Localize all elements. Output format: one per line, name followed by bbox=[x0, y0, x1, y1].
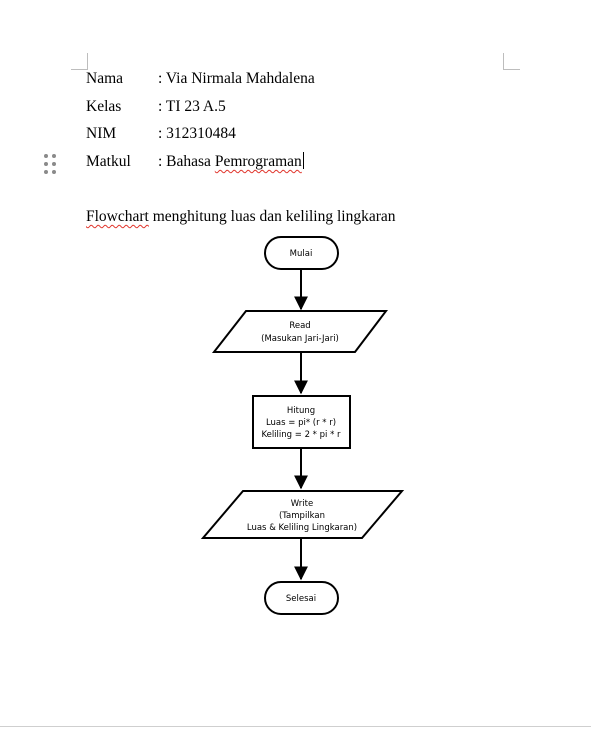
margin-marker-top-left bbox=[71, 53, 88, 70]
page-bottom-divider bbox=[0, 726, 591, 727]
misspelled-word[interactable]: Flowchart bbox=[86, 208, 149, 225]
info-value: : 312310484 bbox=[158, 125, 236, 142]
misspelled-word[interactable]: Pemrograman bbox=[214, 153, 302, 170]
info-label: Nama bbox=[86, 70, 124, 87]
info-value: : Bahasa Pemrograman bbox=[158, 152, 304, 172]
info-value-prefix: : Bahasa bbox=[158, 153, 215, 170]
flow-read-line: Read bbox=[289, 321, 310, 331]
flow-write-line: Write bbox=[291, 499, 313, 509]
flow-read-input[interactable]: Read (Masukan Jari-Jari) bbox=[211, 310, 389, 353]
text-cursor bbox=[302, 152, 304, 169]
info-label: Kelas bbox=[86, 98, 122, 115]
flow-start-text: Mulai bbox=[290, 249, 313, 259]
flow-start-terminal[interactable]: Mulai bbox=[264, 236, 339, 270]
flow-end-terminal[interactable]: Selesai bbox=[264, 581, 339, 615]
flow-process-line: Luas = pi* (r * r) bbox=[266, 418, 336, 428]
drag-handle-icon[interactable] bbox=[44, 154, 58, 176]
margin-marker-top-right bbox=[503, 53, 520, 70]
flow-write-line: (Tampilkan bbox=[279, 511, 325, 521]
info-value: : TI 23 A.5 bbox=[158, 98, 226, 115]
flow-write-output[interactable]: Write (Tampilkan Luas & Keliling Lingkar… bbox=[200, 490, 405, 539]
flow-process-line: Hitung bbox=[287, 406, 315, 416]
flow-process-box[interactable]: Hitung Luas = pi* (r * r) Keliling = 2 *… bbox=[252, 395, 351, 449]
heading-text: menghitung luas dan keliling lingkaran bbox=[148, 208, 396, 225]
info-label: NIM bbox=[86, 125, 117, 142]
flow-process-line: Keliling = 2 * pi * r bbox=[261, 430, 341, 440]
flow-end-text: Selesai bbox=[286, 594, 316, 604]
info-label: Matkul bbox=[86, 153, 131, 170]
flowchart-heading: Flowchart menghitung luas dan keliling l… bbox=[86, 207, 396, 227]
flow-read-line: (Masukan Jari-Jari) bbox=[261, 334, 339, 344]
flow-write-line: Luas & Keliling Lingkaran) bbox=[247, 523, 357, 533]
info-value: : Via Nirmala Mahdalena bbox=[158, 70, 315, 87]
